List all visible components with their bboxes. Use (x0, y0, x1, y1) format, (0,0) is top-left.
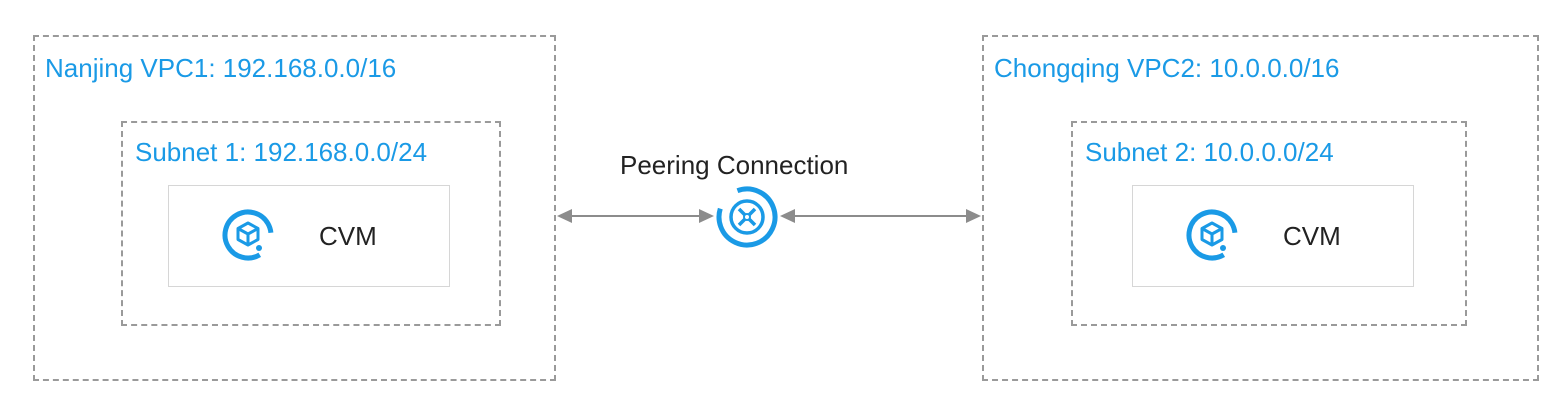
right-arrow-head-outer (966, 209, 981, 223)
peering-connection-label: Peering Connection (620, 150, 849, 180)
vpc-title: Chongqing VPC2: 10.0.0.0/16 (994, 53, 1340, 83)
subnet-title: Subnet 2: 10.0.0.0/24 (1085, 137, 1334, 167)
left-arrow-head-outer (557, 209, 572, 223)
vpc-title: Nanjing VPC1: 192.168.0.0/16 (45, 53, 397, 83)
right-arrow-head-inner (780, 209, 795, 223)
cvm-icon (222, 209, 274, 261)
subnet-title: Subnet 1: 192.168.0.0/24 (135, 137, 428, 167)
cvm-instance: CVM (1132, 185, 1414, 287)
cvm-label: CVM (319, 221, 377, 251)
peering-connection-icon (716, 186, 778, 248)
cvm-instance: CVM (168, 185, 450, 287)
cvm-label: CVM (1283, 221, 1341, 251)
cvm-icon (1186, 209, 1238, 261)
subnet-1: Subnet 1: 192.168.0.0/24 CVM (121, 121, 501, 326)
vpc-chongqing: Chongqing VPC2: 10.0.0.0/16 Subnet 2: 10… (982, 35, 1539, 381)
left-arrow-head-inner (699, 209, 714, 223)
vpc-nanjing: Nanjing VPC1: 192.168.0.0/16 Subnet 1: 1… (33, 35, 556, 381)
subnet-2: Subnet 2: 10.0.0.0/24 CVM (1071, 121, 1467, 326)
